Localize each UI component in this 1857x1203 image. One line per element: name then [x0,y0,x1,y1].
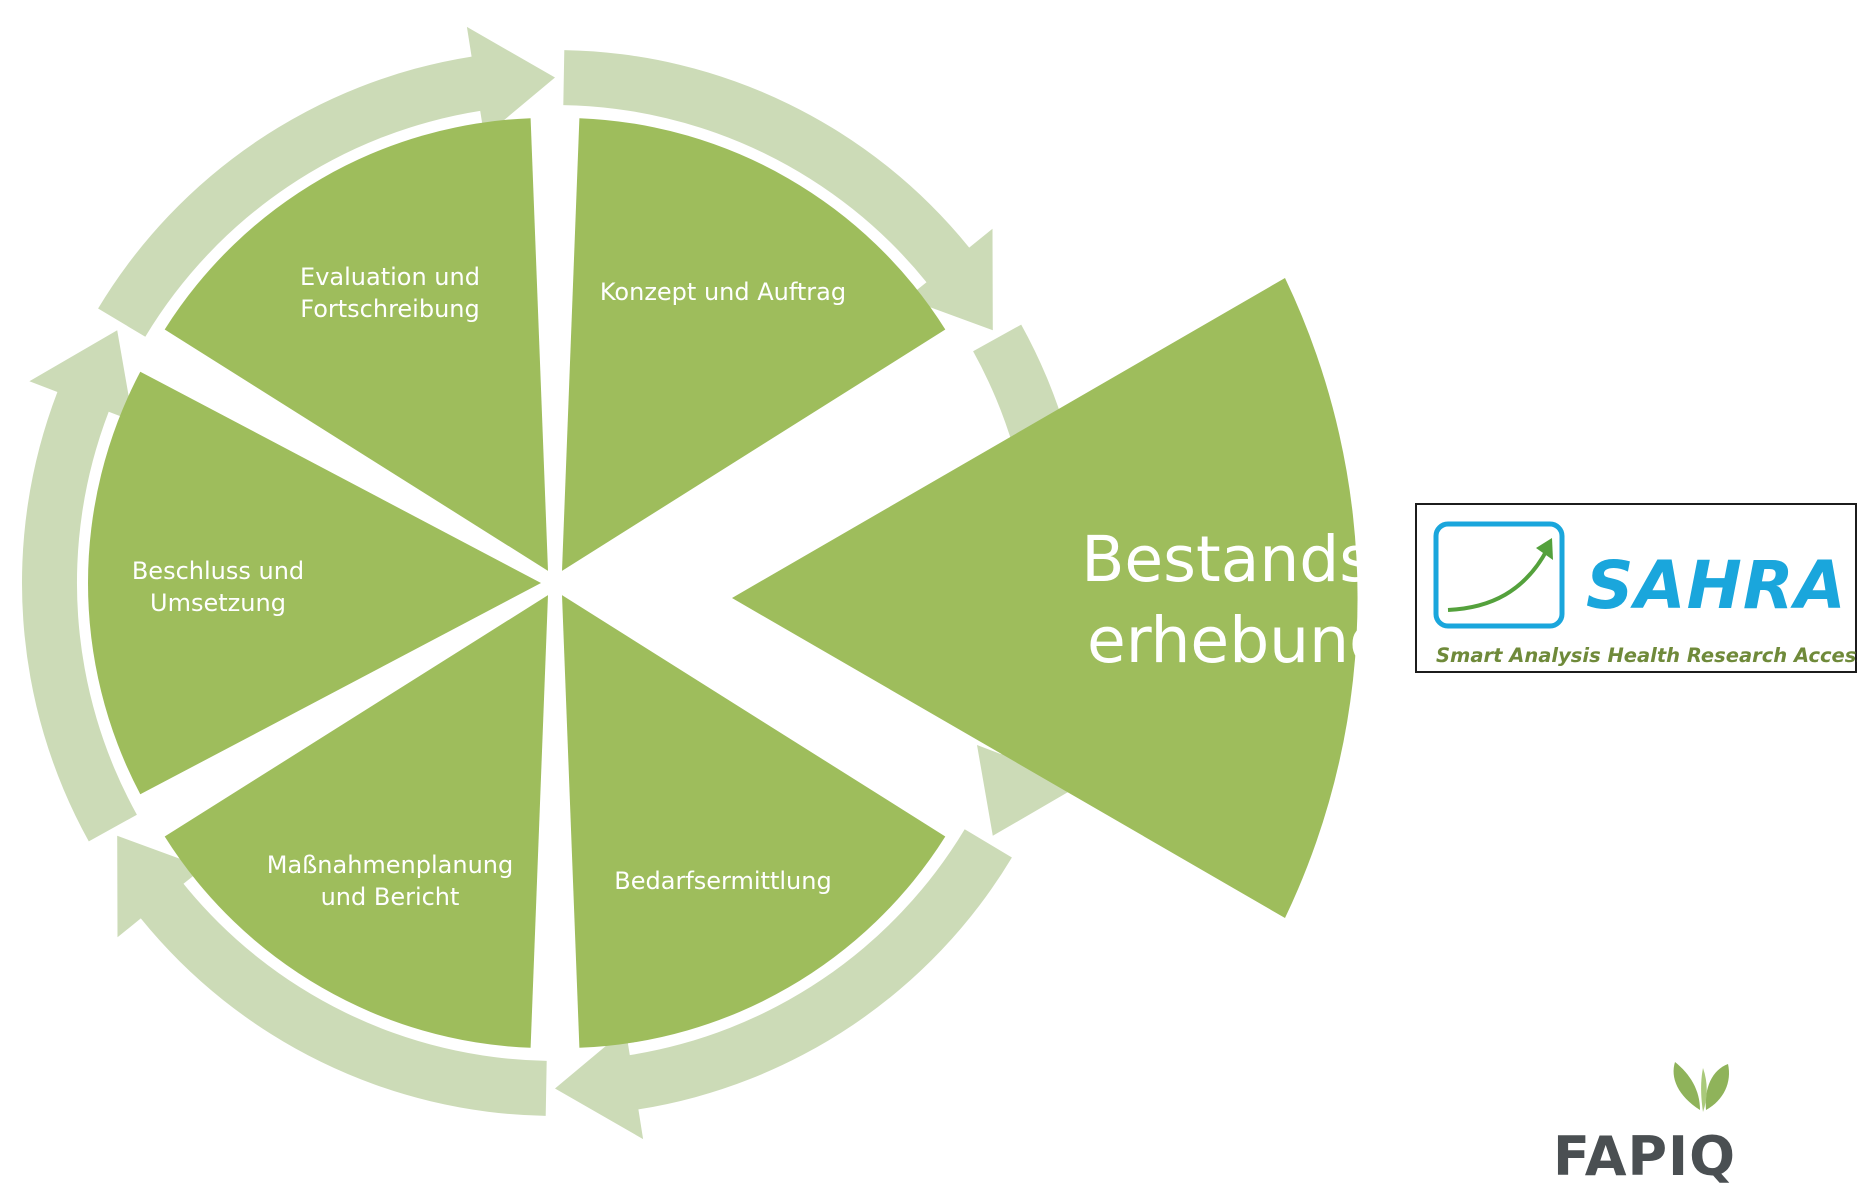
segment-label-massnahmen-line-2: und Bericht [321,883,460,911]
segment-konzept [562,118,946,571]
trend-arrow-icon [1433,521,1565,629]
fapiq-logo: FAPIQ [1553,1062,1736,1188]
segment-label-massnahmen-line-1: Maßnahmenplanung [267,851,514,879]
cycle-segments [88,118,1358,1048]
segment-bestand [732,278,1358,918]
cycle-arrow-5 [21,330,137,842]
segment-label-konzept: Konzept und Auftrag [600,278,846,306]
segment-label-evaluation-line-1: Evaluation und [300,263,480,291]
cycle-arrow-4 [117,835,547,1116]
segment-label-bedarf: Bedarfsermittlung [614,867,831,895]
sahra-title: SAHRA [1586,547,1847,624]
segment-label-bestand-line-2: erhebung [1087,604,1389,677]
cycle-arrow-3 [555,829,1012,1140]
segment-label-evaluation-line-2: Fortschreibung [300,295,479,323]
segment-label-bestand-line-1: Bestands- [1081,523,1395,596]
sahra-logo: SAHRA Smart Analysis Health Research Acc… [1415,503,1857,673]
segment-beschluss [88,371,542,795]
segment-bedarf [562,595,946,1048]
fapiq-wordmark: FAPIQ [1553,1125,1736,1188]
segment-label-beschluss-line-1: Beschluss und [132,557,304,585]
sahra-subtitle: Smart Analysis Health Research Access [1436,644,1857,667]
leaves-icon [1673,1062,1730,1112]
segment-evaluation [164,118,548,571]
cycle-arrow-6 [98,26,555,337]
segment-label-beschluss-line-2: Umsetzung [150,589,286,617]
cycle-arrow-1 [563,50,993,331]
segment-massnahmen [164,595,548,1048]
